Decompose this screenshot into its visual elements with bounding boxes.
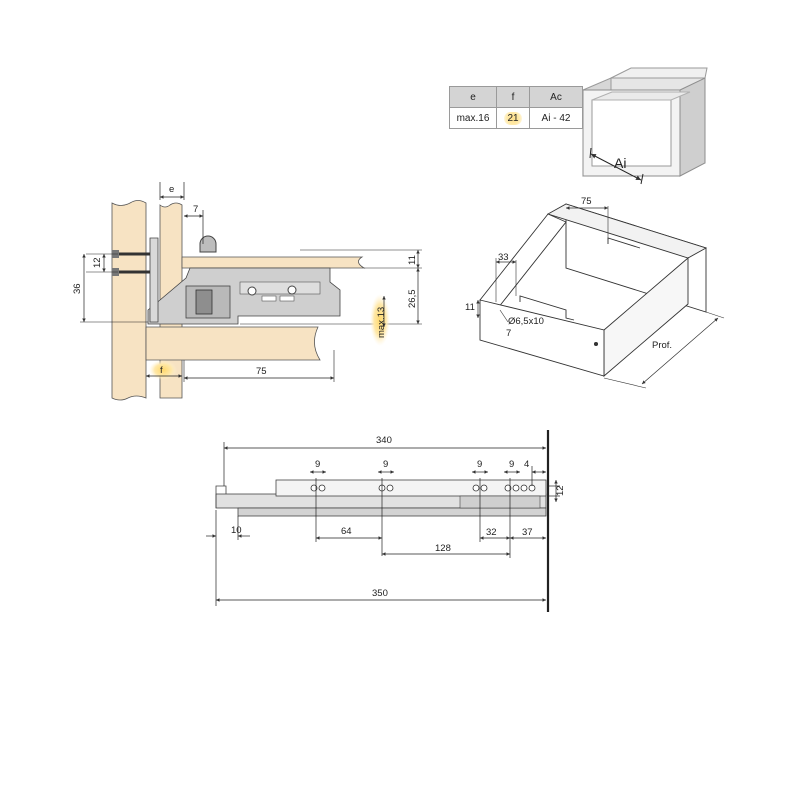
dim-f: f bbox=[160, 365, 163, 376]
dim-4: 4 bbox=[524, 459, 529, 470]
dim-11-side: 11 bbox=[407, 255, 418, 265]
header-e: e bbox=[449, 86, 497, 108]
value-f-cell: 21 bbox=[496, 107, 530, 129]
dim-11-iso: 11 bbox=[465, 302, 475, 313]
dim-9: 9 bbox=[383, 459, 388, 470]
dim-12: 12 bbox=[92, 257, 103, 268]
dim-hole: Ø6,5x10 bbox=[508, 316, 544, 327]
dim-10: 10 bbox=[231, 525, 242, 536]
dim-max13: max.13 bbox=[376, 307, 387, 338]
dim-64: 64 bbox=[341, 526, 352, 537]
dim-7: 7 bbox=[193, 204, 198, 215]
iso-drawer-drawing bbox=[476, 203, 725, 389]
spec-table: e f Ac max.16 21 Ai - 42 bbox=[449, 86, 583, 129]
dim-75-side: 75 bbox=[256, 366, 267, 377]
value-ac: Ai - 42 bbox=[529, 107, 583, 129]
spec-table-header-row: e f Ac bbox=[449, 86, 583, 108]
dim-e: e bbox=[169, 184, 174, 195]
spec-table-value-row: max.16 21 Ai - 42 bbox=[449, 107, 583, 129]
dim-350: 350 bbox=[372, 588, 388, 599]
dim-9: 9 bbox=[509, 459, 514, 470]
dim-7-iso: 7 bbox=[506, 328, 511, 339]
dim-32: 32 bbox=[486, 527, 497, 538]
dim-9: 9 bbox=[315, 459, 320, 470]
dim-12-runner: 12 bbox=[555, 485, 566, 496]
dim-36: 36 bbox=[72, 283, 83, 294]
header-f: f bbox=[496, 86, 530, 108]
runner-elevation-drawing: 340 350 10 64 128 32 37 4 12 9 9 9 9 bbox=[206, 430, 566, 612]
dim-37: 37 bbox=[522, 527, 533, 538]
dim-9: 9 bbox=[477, 459, 482, 470]
ai-label: Ai bbox=[614, 155, 626, 171]
header-ac: Ac bbox=[529, 86, 583, 108]
value-f: 21 bbox=[504, 111, 522, 125]
dim-75-iso: 75 bbox=[581, 196, 592, 207]
dim-340: 340 bbox=[376, 435, 392, 446]
dim-26-5: 26,5 bbox=[407, 290, 418, 309]
side-section-drawing: e 7 12 36 11 26,5 max.13 f 75 bbox=[72, 182, 422, 401]
dim-33-iso: 33 bbox=[498, 252, 509, 263]
cabinet-icon: Ai bbox=[582, 67, 708, 185]
value-e: max.16 bbox=[449, 107, 497, 129]
dim-128: 128 bbox=[435, 543, 451, 554]
dim-prof: Prof. bbox=[652, 340, 672, 351]
